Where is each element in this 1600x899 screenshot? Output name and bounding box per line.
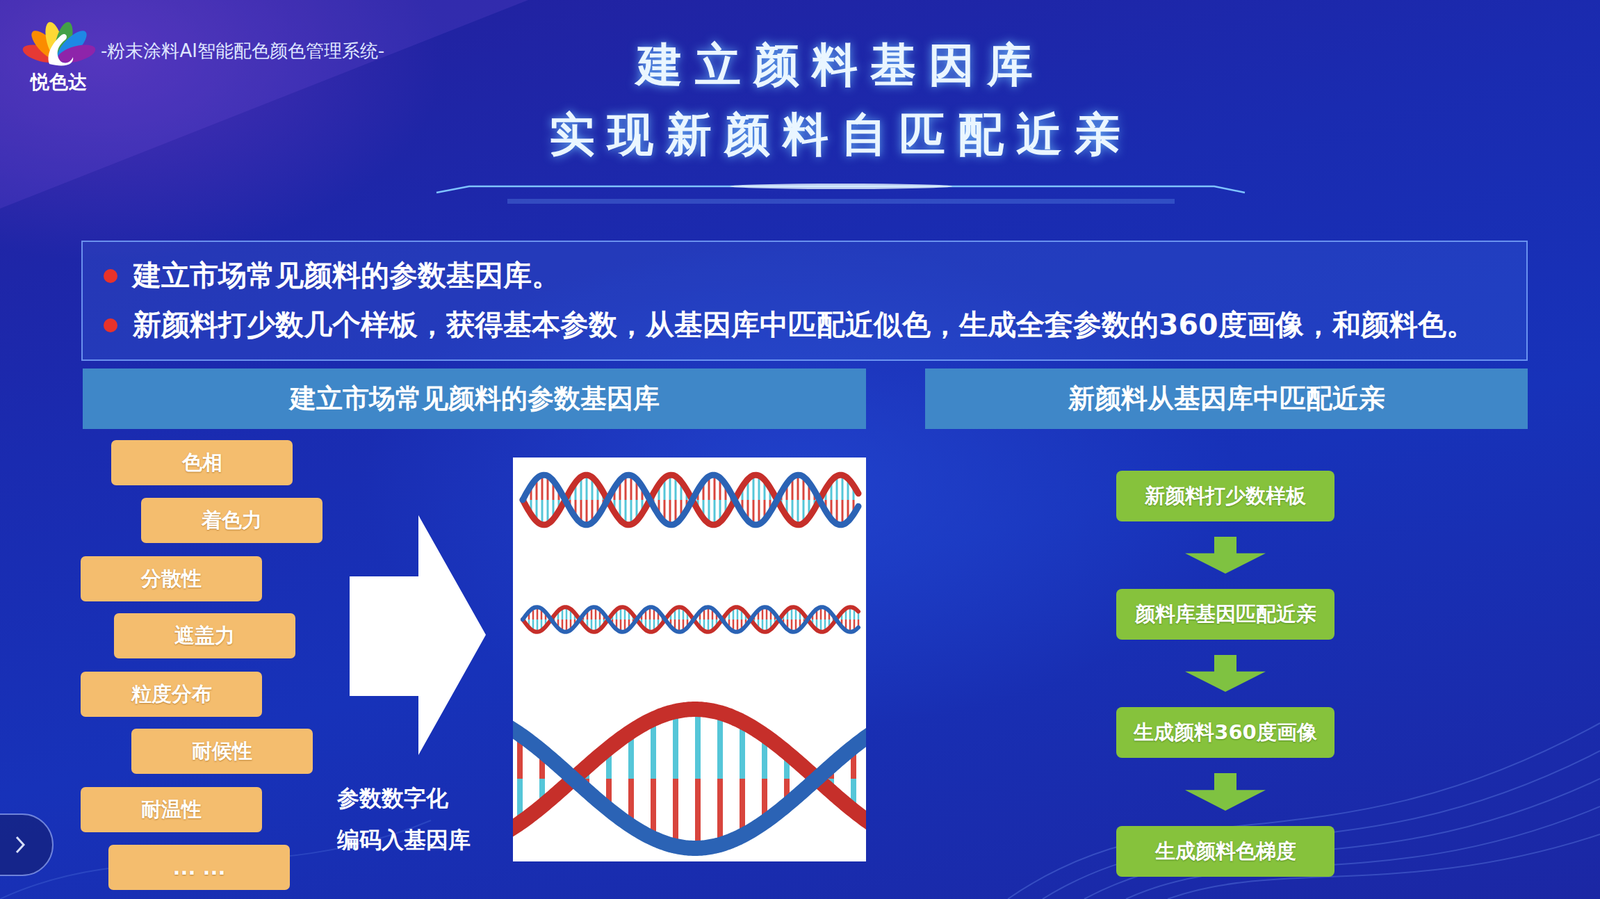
process-box: 生成颜料360度画像 xyxy=(1116,706,1335,758)
dna-rung xyxy=(541,499,544,525)
dna-rung xyxy=(797,499,800,525)
dna-rung xyxy=(585,474,589,500)
flow-arrow xyxy=(1185,772,1266,811)
bullet-dot xyxy=(103,268,118,283)
title-underline xyxy=(436,183,1245,204)
box-text: 分散性 xyxy=(141,565,202,593)
dna-rung xyxy=(672,778,679,846)
box-text: 生成颜料360度画像 xyxy=(1133,718,1318,747)
dna-rung xyxy=(841,499,844,525)
summary-panel: 建立市场常见颜料的参数基因库。新颜料打少数几个样板，获得基本参数，从基因库中匹配… xyxy=(81,240,1528,361)
dna-rung xyxy=(797,474,800,500)
parameter-box: ... ... xyxy=(108,844,290,890)
box-text: 生成颜料色梯度 xyxy=(1155,837,1297,866)
box-text: 新颜料从基因库中匹配近亲 xyxy=(1068,380,1386,417)
flow-arrow xyxy=(1185,654,1266,692)
parameter-box: 耐候性 xyxy=(131,728,313,774)
dna-rung xyxy=(585,499,589,525)
parameter-box: 着色力 xyxy=(141,497,323,543)
box-text: 耐温性 xyxy=(141,795,202,824)
dna-rung xyxy=(541,474,544,500)
dna-rung xyxy=(713,499,716,525)
dna-rung xyxy=(841,474,844,500)
parameter-box: 色相 xyxy=(111,439,293,486)
flow-arrow xyxy=(1185,536,1266,574)
arrow-caption: 参数数字化 编码入基因库 xyxy=(337,777,511,861)
dna-rung xyxy=(717,778,723,845)
dna-illustration xyxy=(512,474,867,848)
dna-rung xyxy=(695,778,701,848)
parameter-box: 耐温性 xyxy=(80,786,263,832)
dna-helix xyxy=(522,474,859,525)
dna-strand xyxy=(522,474,859,525)
title: 建立颜料基因库 实现新颜料自匹配近亲 xyxy=(389,30,1293,170)
dna-strand xyxy=(522,606,859,632)
dna-rung xyxy=(672,711,679,779)
parameter-box: 粒度分布 xyxy=(80,671,263,717)
dna-helix xyxy=(522,606,859,632)
dna-strand xyxy=(522,606,859,632)
parameter-box: 分散性 xyxy=(80,556,263,602)
logo xyxy=(20,20,98,67)
nav-button xyxy=(0,813,53,876)
dna-strand xyxy=(522,474,859,525)
dna-rung xyxy=(717,712,723,779)
section-header: 新颜料从基因库中匹配近亲 xyxy=(925,368,1528,429)
bullet-dot xyxy=(103,318,118,333)
box-text: 耐候性 xyxy=(191,737,253,766)
logo-name: 悦色达 xyxy=(30,69,87,95)
bullet-text: 建立市场常见颜料的参数基因库。 xyxy=(132,257,561,295)
dna-rung xyxy=(695,708,701,779)
dna-rung xyxy=(669,499,672,525)
process-box: 颜料库基因匹配近亲 xyxy=(1116,588,1335,640)
dna-helix xyxy=(512,708,867,848)
box-text: 新颜料打少数样板 xyxy=(1144,482,1306,511)
box-text: 色相 xyxy=(182,449,223,477)
section-header: 建立市场常见颜料的参数基因库 xyxy=(82,368,867,429)
box-text: 粒度分布 xyxy=(131,680,212,709)
corner-glow xyxy=(0,0,529,209)
box-text: 建立市场常见颜料的参数基因库 xyxy=(289,380,660,417)
dna-rung xyxy=(713,474,716,500)
box-text: 着色力 xyxy=(201,506,263,535)
process-box: 生成颜料色梯度 xyxy=(1116,825,1335,877)
system-name: -粉末涂料AI智能配色颜色管理系统- xyxy=(100,38,385,64)
dna-picture-ground xyxy=(512,457,867,862)
dna-rung xyxy=(669,474,672,500)
box-text: 遮盖力 xyxy=(174,622,235,650)
dna-strand xyxy=(512,715,867,848)
bullet-row: 新颜料打少数几个样板，获得基本参数，从基因库中匹配近似色，生成全套参数的360度… xyxy=(103,306,1513,344)
bullet-text: 新颜料打少数几个样板，获得基本参数，从基因库中匹配近似色，生成全套参数的360度… xyxy=(132,306,1475,344)
box-text: ... ... xyxy=(172,855,226,880)
block-arrow xyxy=(349,515,486,755)
bullet-row: 建立市场常见颜料的参数基因库。 xyxy=(103,257,1513,295)
box-text: 颜料库基因匹配近亲 xyxy=(1135,600,1317,629)
parameter-box: 遮盖力 xyxy=(113,613,296,659)
process-box: 新颜料打少数样板 xyxy=(1116,470,1335,522)
